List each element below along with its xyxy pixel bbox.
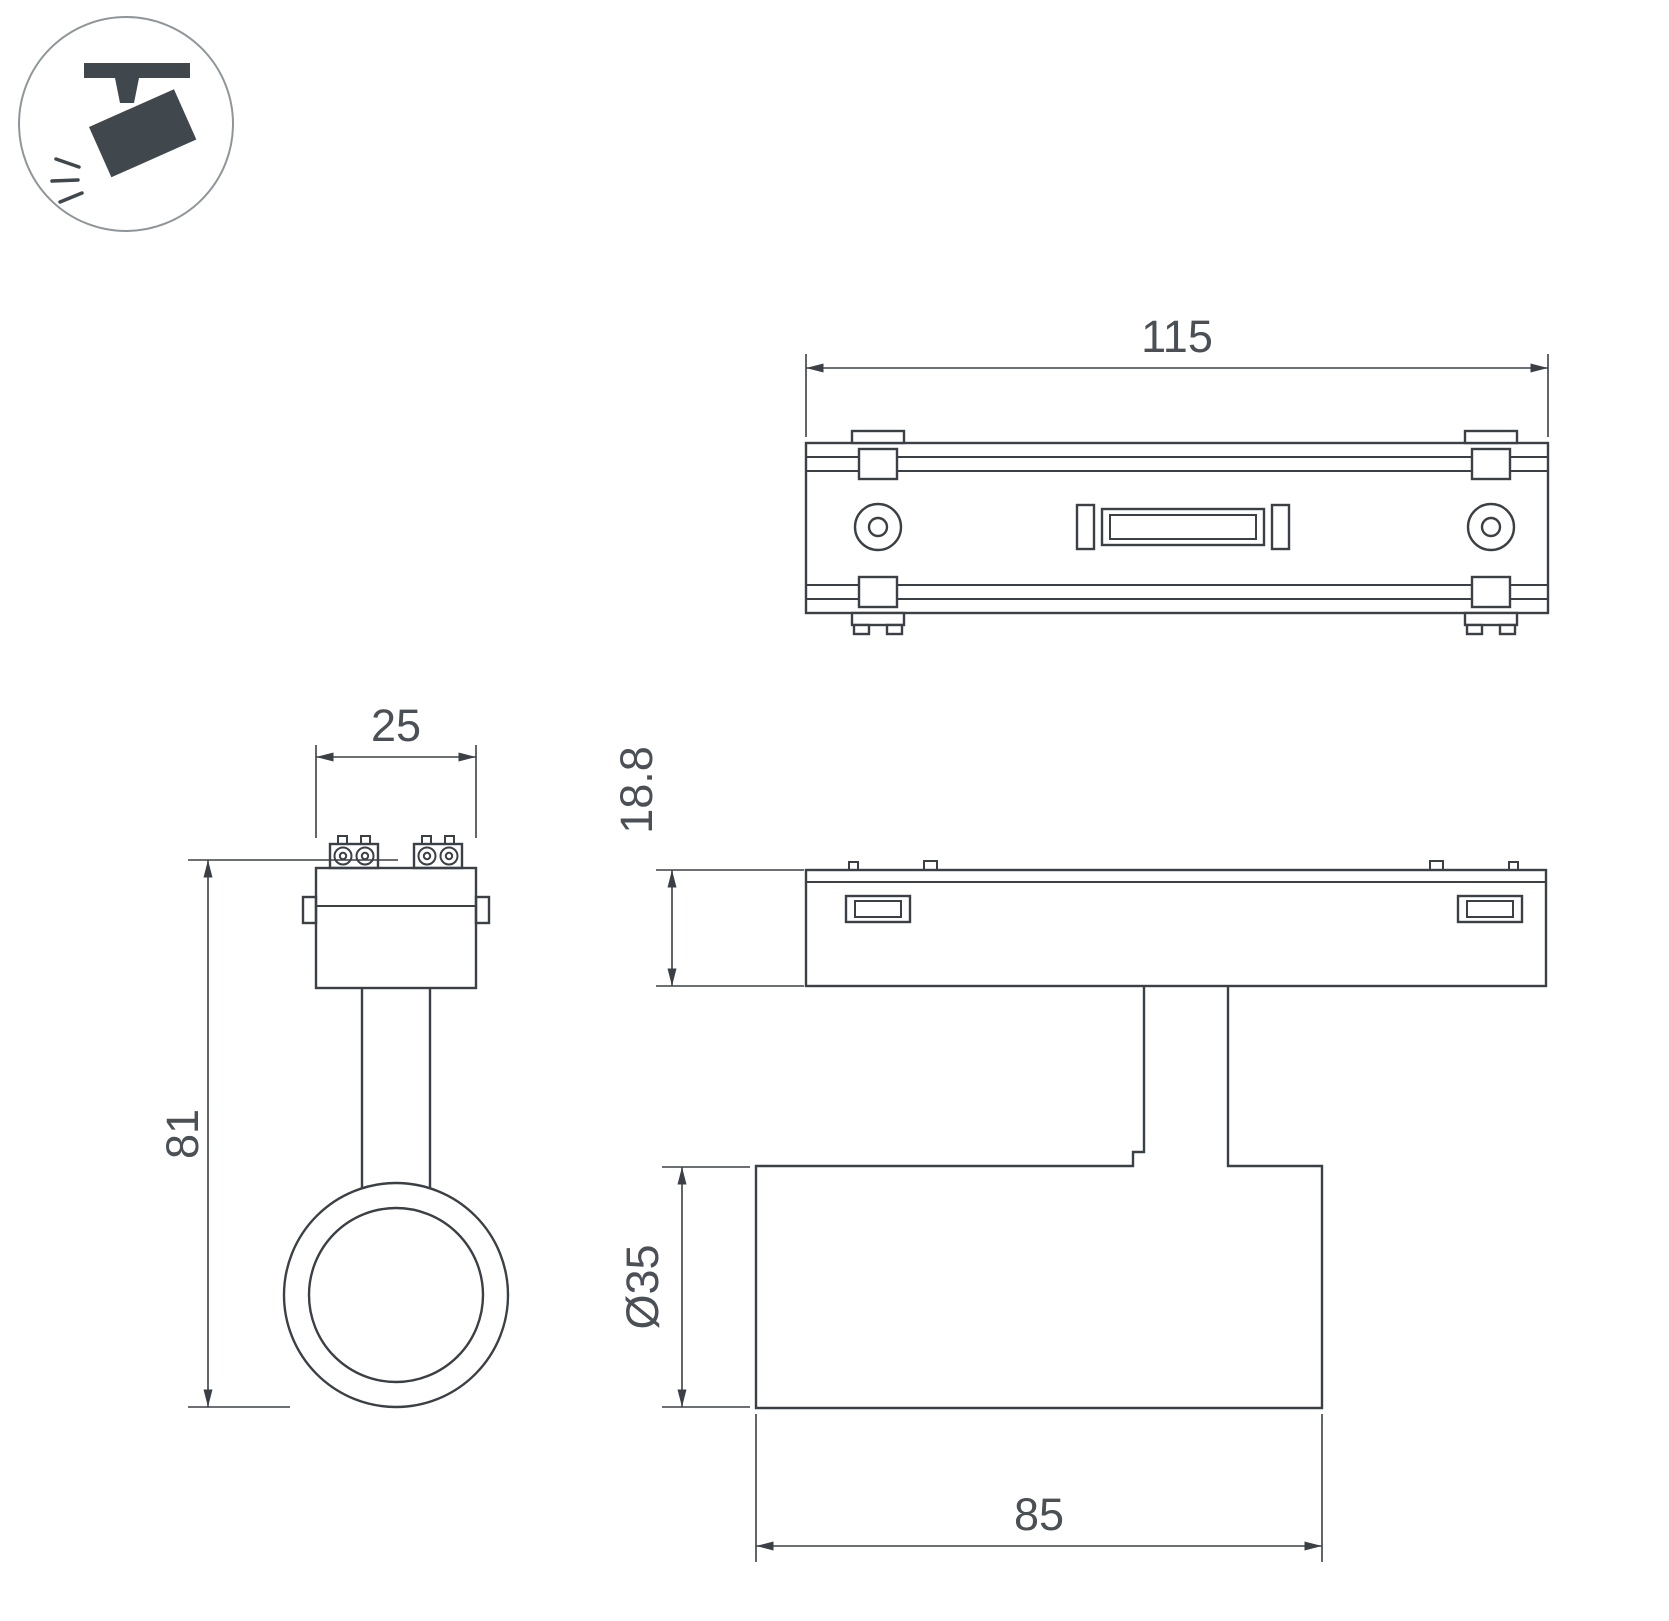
lens-inner-circle	[307, 1206, 485, 1384]
track-spotlight-pictogram	[50, 63, 197, 204]
dimension-body-diameter: Ø35	[617, 1166, 750, 1408]
connector-slot	[1075, 503, 1291, 551]
dim-label-85: 85	[1014, 1489, 1064, 1540]
top-nub	[1429, 860, 1444, 871]
top-nub	[848, 861, 859, 871]
terminal-block-right	[412, 835, 464, 870]
terminal-block-left	[328, 835, 380, 870]
side-adapter-body	[804, 868, 1548, 988]
screw-hole-right	[1466, 502, 1516, 552]
dimension-overall-height: 81	[157, 859, 398, 1408]
front-adapter-body	[314, 866, 478, 990]
dim-label-25: 25	[371, 700, 421, 751]
top-nub	[923, 860, 938, 871]
legend-icon	[18, 16, 234, 232]
mount-clip-bottom-right	[1463, 575, 1519, 636]
track-bar-shape	[84, 63, 190, 78]
side-clip-left	[844, 894, 912, 924]
top-view-body	[804, 441, 1550, 615]
dimension-adapter-height: 18.8	[611, 746, 804, 987]
side-lamp-outline	[754, 986, 1324, 1410]
light-ray-icon	[54, 157, 81, 169]
lens-outer-circle	[282, 1181, 510, 1409]
side-tab-left	[301, 895, 318, 925]
screw-hole-left	[853, 502, 903, 552]
top-view	[804, 429, 1550, 636]
dim-label-18-8: 18.8	[611, 746, 662, 834]
dim-label-115: 115	[1141, 311, 1213, 362]
lamp-body-shape	[88, 89, 197, 178]
dimension-body-length: 85	[755, 1414, 1323, 1562]
dimension-adapter-width: 25	[315, 700, 477, 838]
side-tab-right	[474, 895, 491, 925]
front-view	[282, 835, 510, 1409]
mount-clip-top-right	[1463, 429, 1519, 481]
side-clip-right	[1456, 894, 1524, 924]
mount-clip-bottom-left	[850, 575, 906, 636]
side-view	[754, 860, 1548, 1410]
dim-label-diameter-35: Ø35	[617, 1244, 668, 1329]
legend-circle	[18, 16, 234, 232]
dim-label-81: 81	[157, 1109, 208, 1159]
dimension-top-width: 115	[805, 311, 1549, 437]
mount-clip-top-left	[850, 429, 906, 481]
mount-stem-shape	[115, 78, 139, 103]
light-ray-icon	[58, 191, 84, 204]
top-nub	[1508, 861, 1519, 871]
light-ray-icon	[50, 178, 80, 183]
